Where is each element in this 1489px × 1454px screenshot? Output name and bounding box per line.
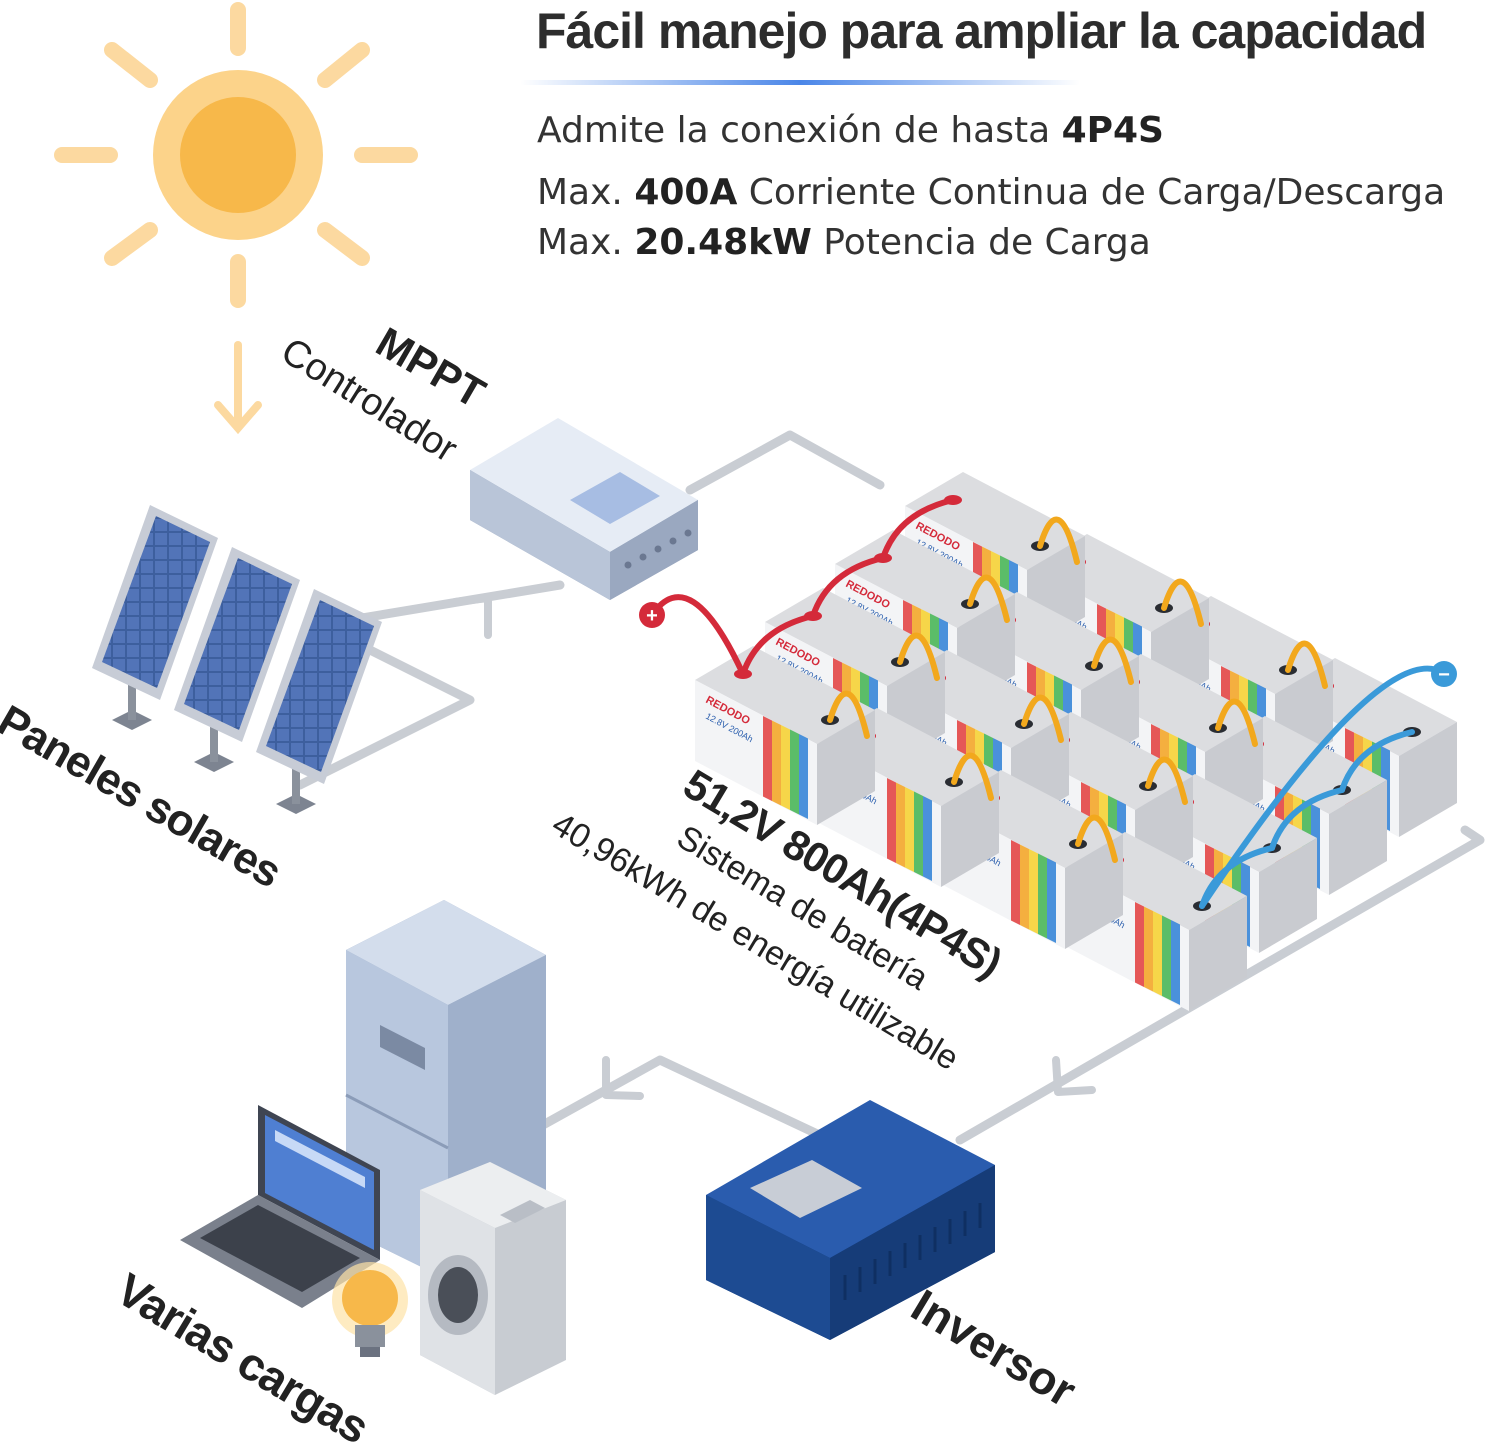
svg-text:−: − bbox=[1438, 664, 1450, 686]
arrow-to-controller-icon bbox=[455, 598, 488, 635]
svg-text:+: + bbox=[646, 605, 658, 627]
washing-machine-icon bbox=[420, 1162, 566, 1395]
negative-terminal-marker: − bbox=[1431, 661, 1457, 687]
positive-terminal-marker: + bbox=[639, 602, 665, 628]
sunlight-arrow-icon bbox=[218, 345, 258, 428]
light-bulb-icon bbox=[332, 1262, 408, 1357]
mppt-controller-icon bbox=[470, 418, 698, 600]
sun-icon bbox=[62, 10, 410, 300]
